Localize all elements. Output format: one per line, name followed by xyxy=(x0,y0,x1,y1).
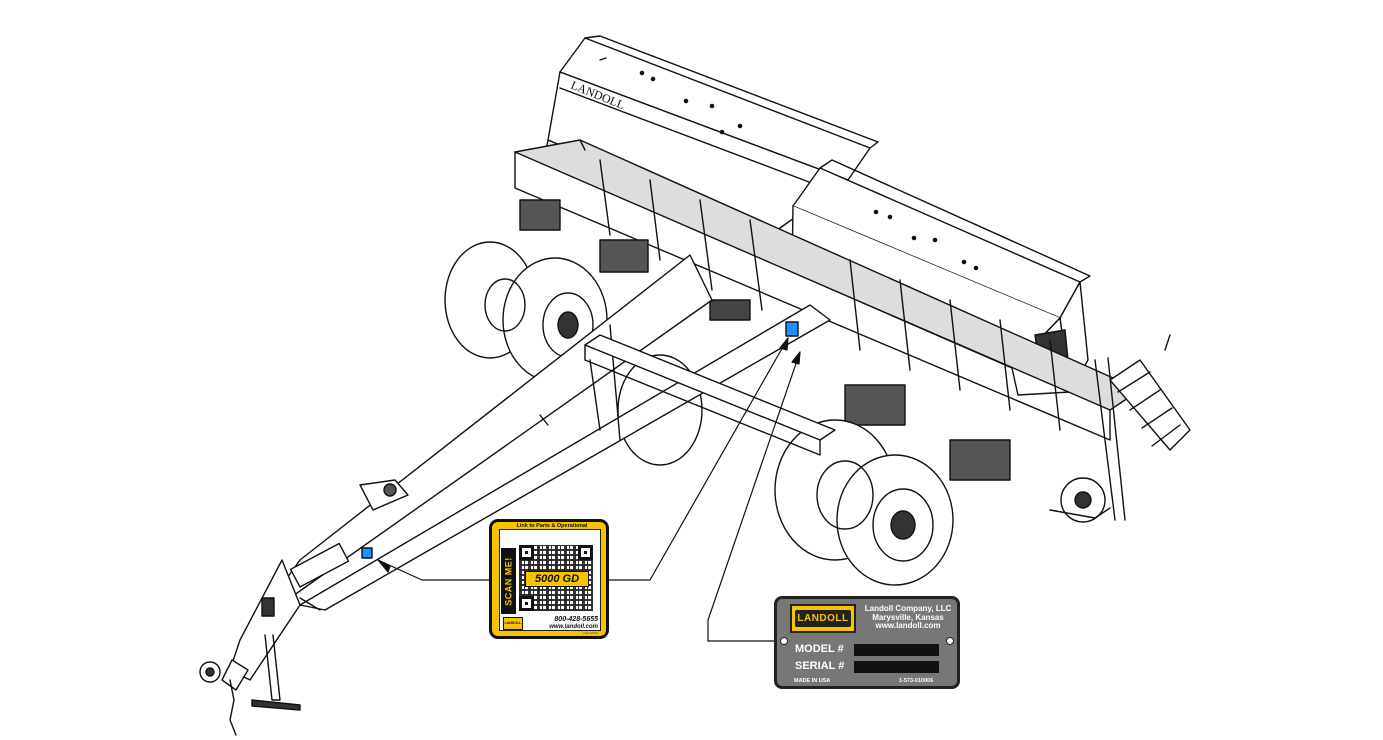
company-city: Marysville, Kansas xyxy=(872,612,944,622)
qr-code-decal: Link to Parts & Operational Manuals SCAN… xyxy=(489,519,609,639)
qr-model-label: 5000 GD xyxy=(525,571,589,587)
rear-beam xyxy=(584,334,836,456)
landoll-logo: LANDOLL xyxy=(790,604,856,633)
leader-lines xyxy=(377,337,801,642)
step-ladder xyxy=(1049,334,1191,523)
made-in-label: MADE IN USA xyxy=(794,678,831,684)
qr-inner-panel: SCAN ME! 5000 GD LANDOLL 800-428-5655 ww… xyxy=(499,529,601,635)
qr-finder-icon xyxy=(578,545,593,560)
qr-finder-icon xyxy=(519,545,534,560)
rivet-hole-icon xyxy=(780,637,788,645)
qr-finder-icon xyxy=(519,596,534,611)
serial-plate-location-marker xyxy=(785,321,799,337)
qr-website: www.landoll.com xyxy=(549,624,598,630)
wheels-right xyxy=(774,419,954,586)
scan-me-text: SCAN ME! xyxy=(503,557,514,606)
plate-part-number: 1-573-010006 xyxy=(899,678,934,684)
landoll-logo-text: LANDOLL xyxy=(797,613,849,624)
serial-number-plate: LANDOLL Landoll Company, LLC Marysville,… xyxy=(774,596,960,689)
serial-field xyxy=(854,661,939,673)
serial-label: SERIAL # xyxy=(795,660,845,672)
qr-phone: 800-428-5655 xyxy=(554,616,598,623)
main-frame xyxy=(514,139,1141,481)
qr-decal-location-marker xyxy=(361,547,373,559)
company-name: Landoll Company, LLC xyxy=(864,604,952,613)
model-label: MODEL # xyxy=(795,643,844,655)
landoll-logo-small: LANDOLL xyxy=(503,617,523,630)
qr-side-band: SCAN ME! xyxy=(501,548,516,614)
rivet-hole-icon xyxy=(946,637,954,645)
qr-part-number: F16-10016 xyxy=(583,631,598,635)
company-website: www.landoll.com xyxy=(875,621,941,630)
model-field xyxy=(854,644,939,656)
company-info: Landoll Company, LLC Marysville, Kansas … xyxy=(860,604,956,631)
